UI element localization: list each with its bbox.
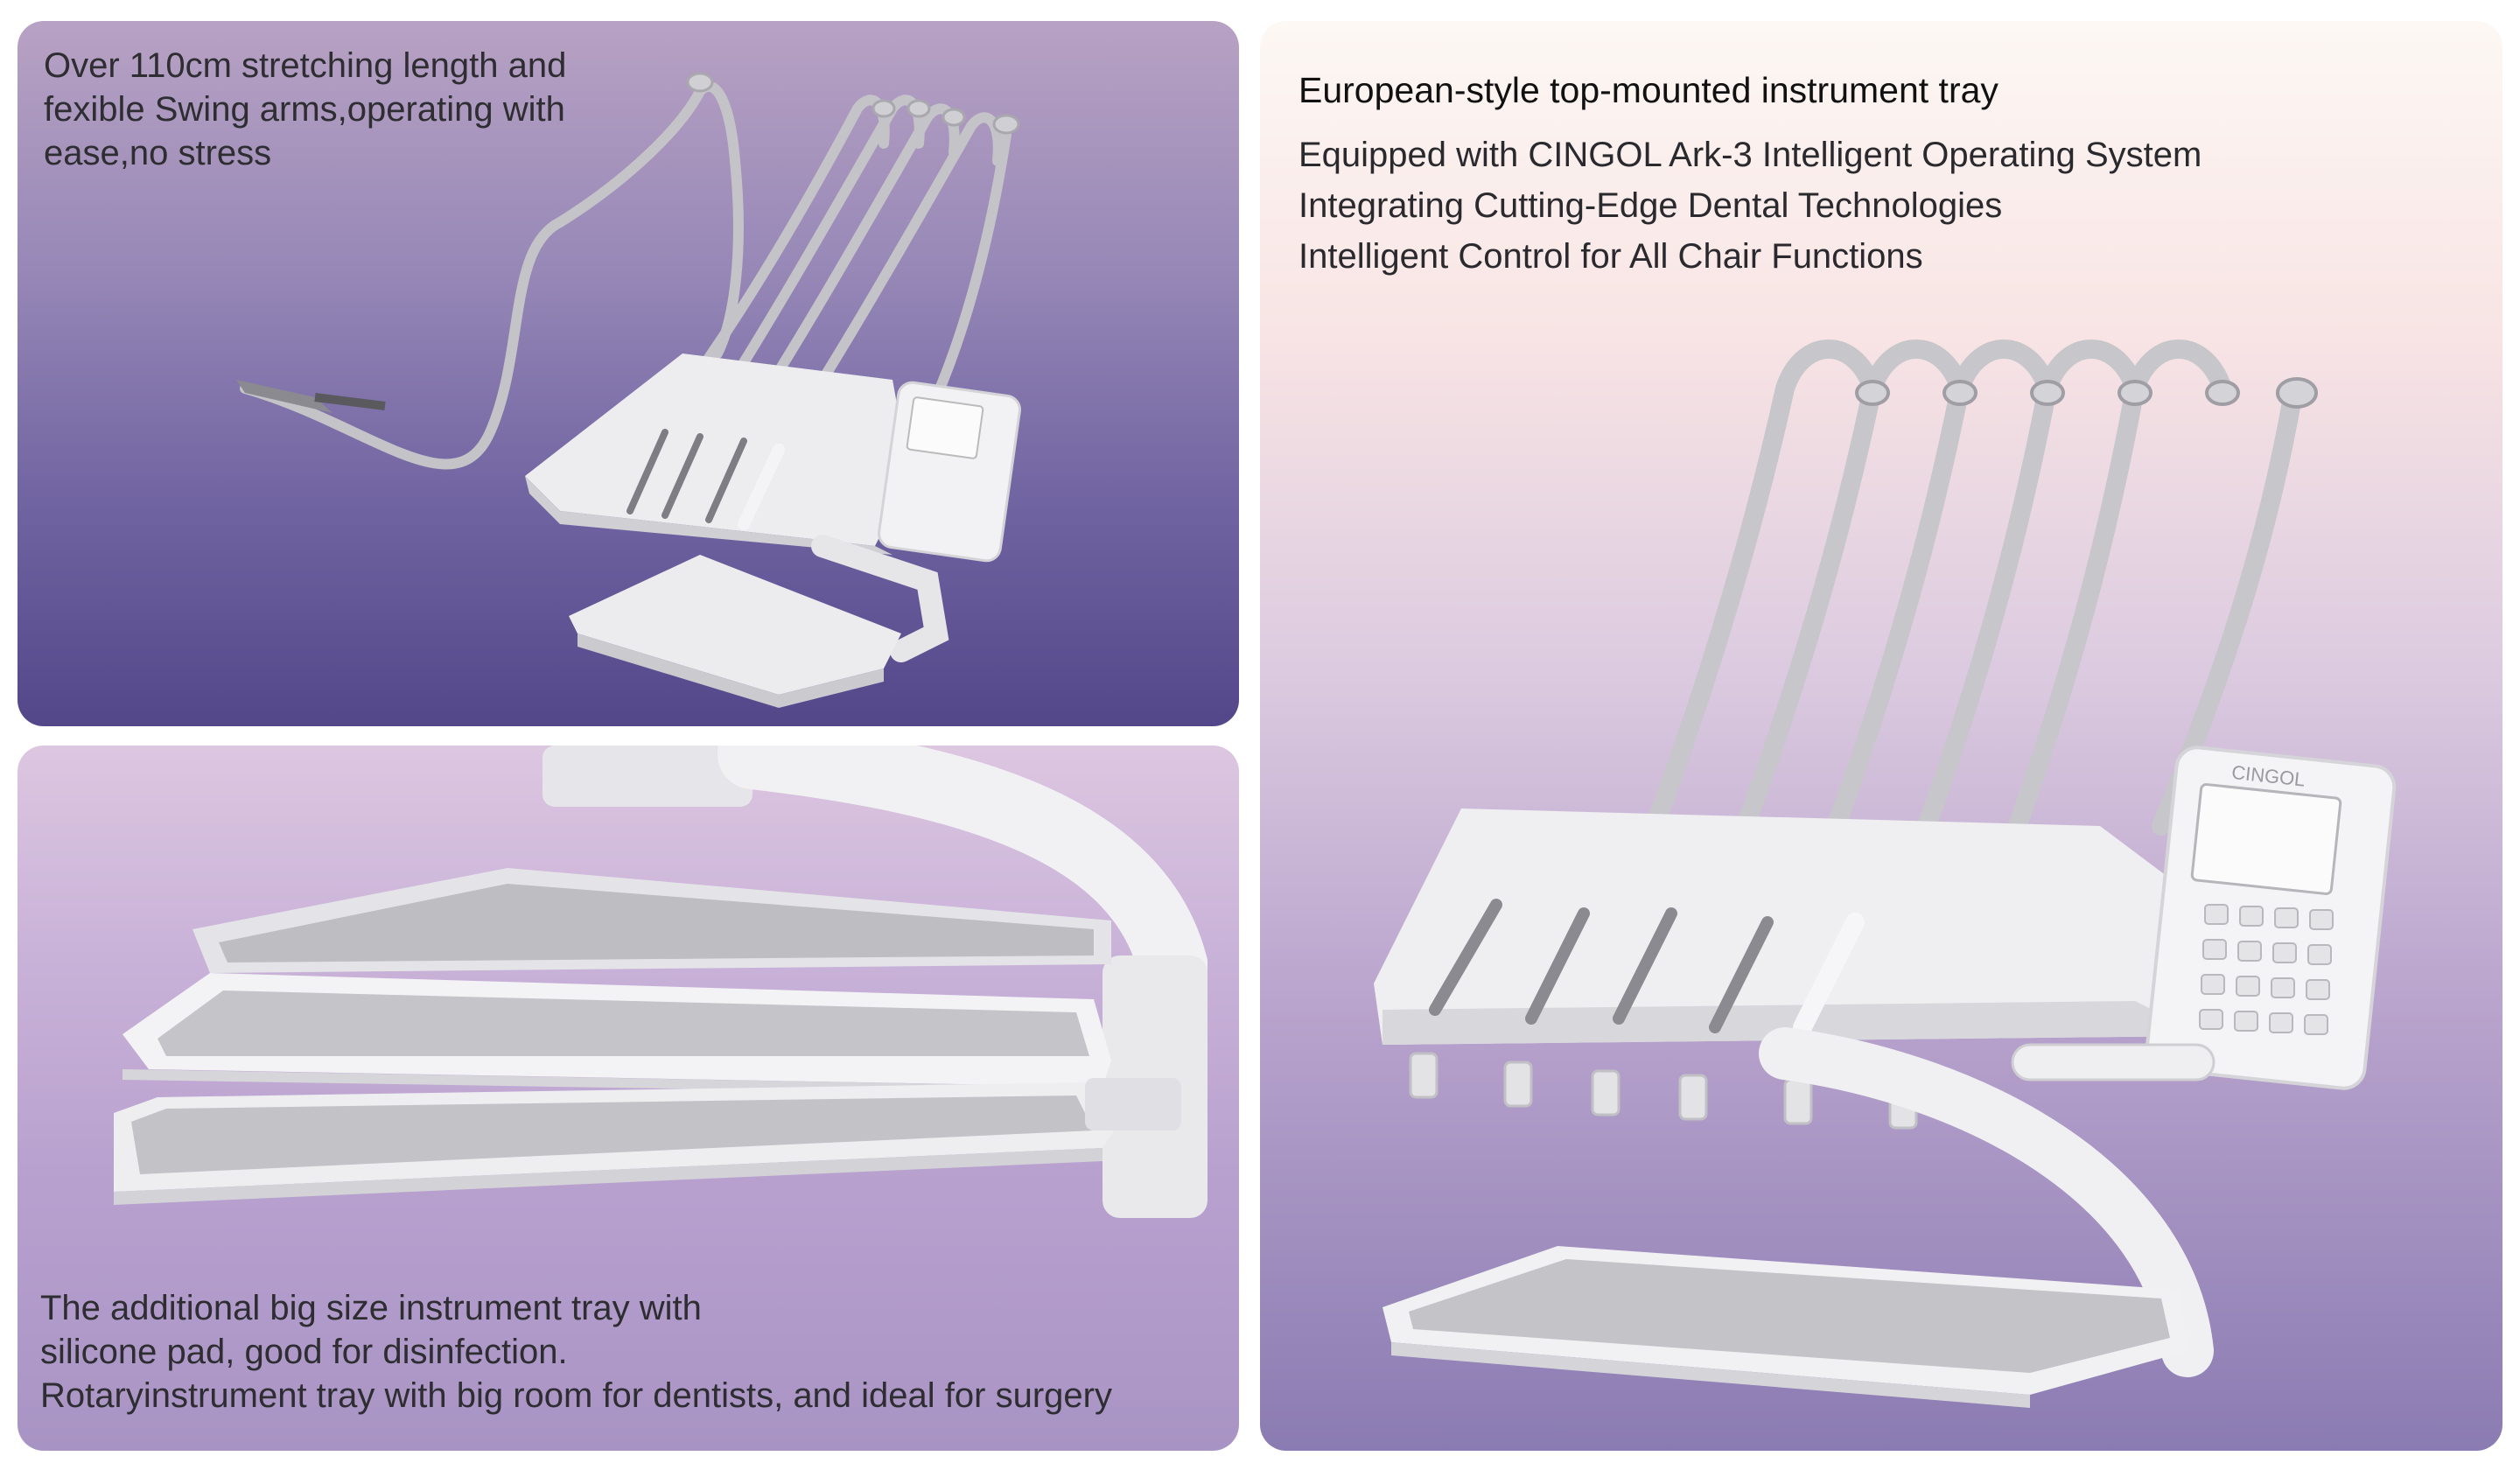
caption-instrument-trays: The additional big size instrument tray … bbox=[40, 1286, 1230, 1418]
caption-line: Over 110cm stretching length and bbox=[44, 46, 567, 85]
rotary-trays-illustration bbox=[114, 746, 1208, 1218]
caption-line: ease,no stress bbox=[44, 134, 272, 172]
feature-description: Equipped with CINGOL Ark-3 Intelligent O… bbox=[1298, 130, 2436, 282]
panel-instrument-trays: The additional big size instrument tray … bbox=[18, 746, 1239, 1451]
feature-line: Intelligent Control for All Chair Functi… bbox=[1298, 237, 1923, 276]
caption-swing-arms: Over 110cm stretching length and fexible… bbox=[44, 44, 709, 175]
panel-top-mounted-tray: CINGOL European-style top-mounted bbox=[1260, 21, 2502, 1451]
panel-swing-arms: Over 110cm stretching length and fexible… bbox=[18, 21, 1239, 726]
caption-line: fexible Swing arms,operating with bbox=[44, 90, 565, 129]
caption-line: Rotaryinstrument tray with big room for … bbox=[40, 1376, 1112, 1415]
caption-line: silicone pad, good for disinfection. bbox=[40, 1333, 568, 1371]
feature-line: Equipped with CINGOL Ark-3 Intelligent O… bbox=[1298, 136, 2202, 174]
caption-line: The additional big size instrument tray … bbox=[40, 1289, 702, 1327]
feature-line: Integrating Cutting-Edge Dental Technolo… bbox=[1298, 186, 2003, 225]
feature-title: European-style top-mounted instrument tr… bbox=[1298, 70, 1998, 110]
delivery-unit-illustration-large: CINGOL bbox=[1374, 340, 2397, 1408]
delivery-unit-illustration-small bbox=[236, 72, 1021, 708]
